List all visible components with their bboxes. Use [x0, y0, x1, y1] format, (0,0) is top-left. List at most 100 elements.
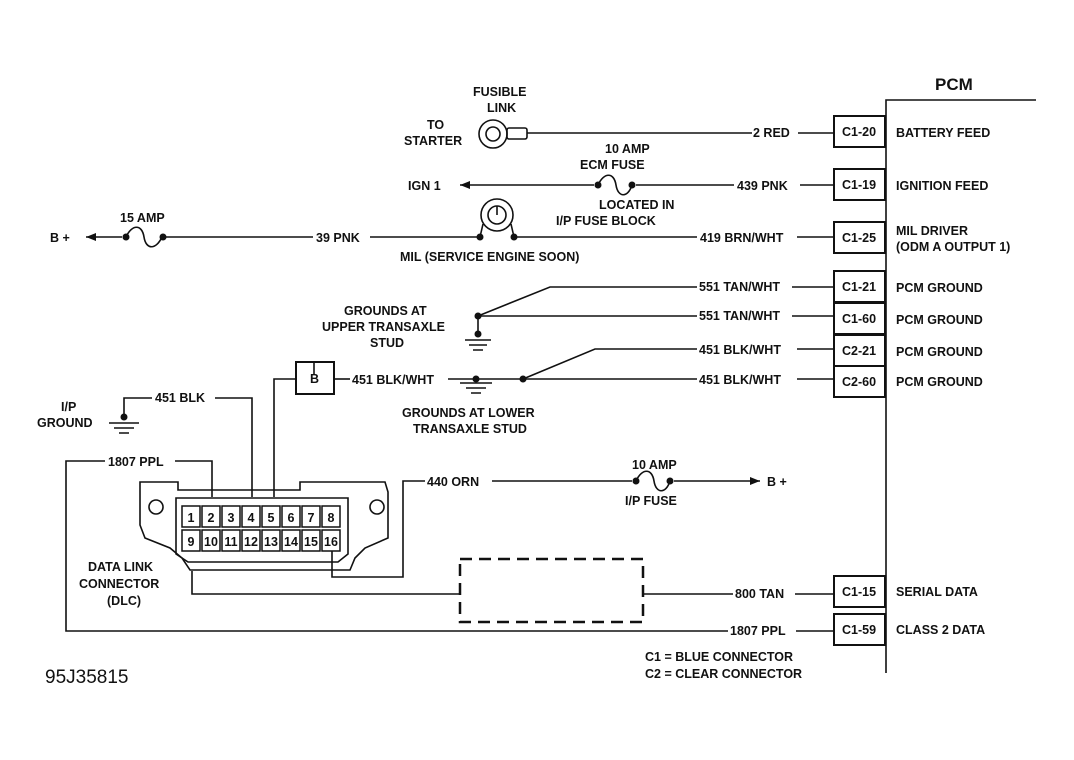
- mounting-hole-icon: [148, 499, 164, 515]
- pin-c1-25: C1-25 MIL DRIVER (ODM A OUTPUT 1): [833, 221, 1010, 254]
- pin-id: C2-60: [842, 375, 876, 389]
- ip-fuse-label: 10 AMP: [632, 458, 677, 472]
- dashed-module: [458, 557, 645, 624]
- ground-symbol-icon: [109, 413, 139, 434]
- figure-id: 95J35815: [45, 667, 128, 688]
- grounds-lower-label: GROUNDS AT LOWER: [402, 406, 535, 420]
- pin-id: C2-21: [842, 344, 876, 358]
- dlc-pin-number: 16: [324, 535, 338, 549]
- legend-line: C2 = CLEAR CONNECTOR: [645, 667, 802, 681]
- ring-terminal-icon: [478, 119, 528, 149]
- fuse-icon: [122, 226, 167, 248]
- pin-function: PCM GROUND: [896, 375, 983, 389]
- dlc-pin-cell: [201, 505, 221, 528]
- to-starter-label: TO: [427, 118, 444, 132]
- ground-symbol-icon: [465, 316, 491, 351]
- dlc-pin-number: 12: [244, 535, 258, 549]
- wire-label: 551 TAN/WHT: [699, 309, 780, 323]
- fusible-link-label: FUSIBLE: [473, 85, 526, 99]
- dlc-pin-cell: [181, 529, 201, 552]
- dlc-pin-number: 1: [188, 511, 195, 525]
- dlc-pin-number: 10: [204, 535, 218, 549]
- class2-data-circuit: 1807 PPL 1807 PPL: [65, 455, 834, 638]
- grounds-upper-label-3: STUD: [370, 336, 404, 350]
- arrow-left-icon: [460, 181, 470, 189]
- ecm-fuse-label-2: ECM FUSE: [580, 158, 645, 172]
- pin-id: C1-59: [842, 623, 876, 637]
- pin-c1-15: C1-15 SERIAL DATA: [833, 575, 978, 608]
- fusible-link-label-2: LINK: [487, 101, 516, 115]
- dlc-pin-cell: [261, 529, 281, 552]
- legend-line: C1 = BLUE CONNECTOR: [645, 650, 793, 664]
- dlc-pin-cell: [221, 505, 241, 528]
- pin-c1-19: C1-19 IGNITION FEED: [833, 168, 988, 201]
- grounds-lower-label-2: TRANSAXLE STUD: [413, 422, 527, 436]
- ecm-fuse-label: 10 AMP: [605, 142, 650, 156]
- wire-label: 451 BLK/WHT: [699, 373, 781, 387]
- pin-c1-20: C1-20 BATTERY FEED: [833, 115, 990, 148]
- pin-c2-21: C2-21 PCM GROUND: [833, 334, 983, 367]
- pin-function: CLASS 2 DATA: [896, 623, 985, 637]
- ignition-feed-circuit: 10 AMP ECM FUSE IGN 1 439 PNK LOCATED IN…: [408, 142, 834, 228]
- wire-label: 451 BLK/WHT: [352, 373, 434, 387]
- dlc-label: DATA LINK: [88, 560, 153, 574]
- pin-function-2: (ODM A OUTPUT 1): [896, 240, 1010, 254]
- dlc-pin-cell: [241, 529, 261, 552]
- pin-id: C1-15: [842, 585, 876, 599]
- dlc-pin-number: 2: [208, 511, 215, 525]
- lamp-icon: [476, 198, 518, 241]
- dlc-pin-number: 9: [188, 535, 195, 549]
- dlc-pin-number: 11: [224, 535, 237, 549]
- pin-c1-59: C1-59 CLASS 2 DATA: [833, 613, 985, 646]
- wire-label: 451 BLK/WHT: [699, 343, 781, 357]
- fuse-15-label: 15 AMP: [120, 211, 165, 225]
- ip-ground-label: I/P: [61, 400, 76, 414]
- pin-id: C1-60: [842, 312, 876, 326]
- pin-function: IGNITION FEED: [896, 179, 988, 193]
- arrow-left-icon: [86, 233, 96, 241]
- dlc-pin-cell: [281, 505, 301, 528]
- pin-function: SERIAL DATA: [896, 585, 978, 599]
- dlc-label-3: (DLC): [107, 594, 141, 608]
- dlc-pin-number: 4: [248, 511, 255, 525]
- dlc-pin-number: 15: [304, 535, 318, 549]
- dlc-pin-cell: [321, 529, 341, 552]
- pcm-title: PCM: [935, 75, 973, 94]
- pin-function: PCM GROUND: [896, 345, 983, 359]
- b-plus-label: B +: [50, 231, 70, 245]
- pin-c2-60: C2-60 PCM GROUND: [833, 365, 983, 398]
- mil-label: MIL (SERVICE ENGINE SOON): [400, 250, 579, 264]
- wire-label: 551 TAN/WHT: [699, 280, 780, 294]
- ip-ground-label-2: GROUND: [37, 416, 93, 430]
- ip-ground-circuit: I/P GROUND 451 BLK: [37, 391, 253, 497]
- ip-fuse-label-2: I/P FUSE: [625, 494, 677, 508]
- arrow-right-icon: [750, 477, 760, 485]
- pin-c1-60: C1-60 PCM GROUND: [833, 302, 983, 335]
- wire-label: 439 PNK: [737, 179, 788, 193]
- wire-label: 2 RED: [753, 126, 790, 140]
- pin-id: C1-20: [842, 125, 876, 139]
- dlc-pin-cell: [261, 505, 281, 528]
- dlc-pin-number: 3: [228, 511, 235, 525]
- dlc-pin-number: 13: [264, 535, 278, 549]
- dlc-pin-number: 6: [288, 511, 295, 525]
- dlc-pin-number: 8: [328, 511, 335, 525]
- dlc-pin-cell: [281, 529, 301, 552]
- dlc-pin-number: 5: [268, 511, 275, 525]
- pcm-block: PCM: [885, 75, 1036, 673]
- dlc-pin-cell: [301, 529, 321, 552]
- grounds-upper-label: GROUNDS AT: [344, 304, 427, 318]
- pin-function: MIL DRIVER: [896, 224, 968, 238]
- pin-id: C1-21: [842, 280, 876, 294]
- pin-id: C1-25: [842, 231, 876, 245]
- b-plus-label: B +: [767, 475, 787, 489]
- pin-id: C1-19: [842, 178, 876, 192]
- pin-c1-21: C1-21 PCM GROUND: [833, 270, 983, 303]
- dlc-pin-cell: [241, 505, 261, 528]
- legend: C1 = BLUE CONNECTOR C2 = CLEAR CONNECTOR: [645, 650, 802, 681]
- mil-circuit: B + 15 AMP 39 PNK 419 BRN/WHT MIL (SERVI…: [50, 198, 834, 264]
- wire-label: 39 PNK: [316, 231, 360, 245]
